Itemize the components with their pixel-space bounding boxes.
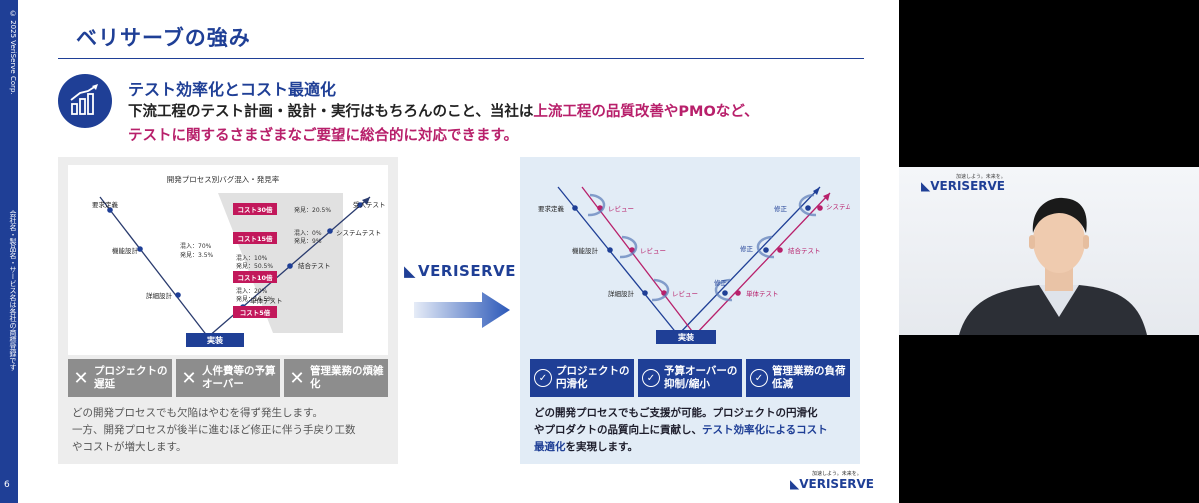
stage-left-2: 詳細設計 <box>146 291 173 300</box>
logo-text: VERISERVE <box>418 262 516 280</box>
problem-footer-line: 一方、開発プロセスが後半に進むほど修正に伴う手戻り工数 <box>72 424 356 436</box>
solution-footer-text: を実現します。 <box>565 441 638 453</box>
bar-chart-arrow-icon <box>58 74 112 128</box>
stat-4-0: 混入：20% <box>236 287 268 295</box>
problem-footer: どの開発プロセスでも欠陥はやむを得ず発生します。 一方、開発プロセスが後半に進む… <box>72 405 356 456</box>
solution-footer: どの開発プロセスでもご支援が可能。プロジェクトの円滑化 やプロダクトの品質向上に… <box>534 405 828 456</box>
problem-box: ✕ プロジェクトの遅延 <box>68 359 172 397</box>
webcam-video-tile[interactable]: 加速しよう。未来を。 ◣VERISERVE <box>899 167 1199 335</box>
problem-label: 人件費等の予算オーバー <box>202 365 276 390</box>
problem-footer-line: どの開発プロセスでも欠陥はやむを得ず発生します。 <box>72 407 323 419</box>
stage-left-0: 要求定義 <box>92 200 119 209</box>
check-circle-icon: ✓ <box>642 369 660 387</box>
veriserve-logo-bottom: 加速しよう。未来を。 ◣VERISERVE <box>790 470 874 491</box>
stage-right-3: 単体テスト <box>250 296 283 305</box>
subtitle: テスト効率化とコスト最適化 <box>128 80 337 99</box>
presenter-video <box>959 197 1147 335</box>
veriserve-mark-icon: ◣ <box>921 179 931 193</box>
cam-logo-text: VERISERVE <box>930 179 1005 193</box>
review-label: レビュー <box>640 246 666 255</box>
cost-badge-2: コスト10倍 <box>237 273 273 282</box>
impl-label: 実装 <box>207 335 223 345</box>
r-stage-right-0: システムテスト <box>826 203 850 211</box>
fix-label: 修正 <box>740 244 754 253</box>
slide-left-bar: © 2025 VeriServe Corp. 会社名・製品名・サービス名は各社の… <box>0 0 18 503</box>
solution-footer-text: やプロダクトの品質向上に貢献し、 <box>534 424 702 436</box>
stage-right-0: 受入テスト <box>353 200 386 209</box>
veriserve-mark-icon: ◣ <box>790 477 800 491</box>
solution-box: ✓ プロジェクトの円滑化 <box>530 359 634 397</box>
problem-box: ✕ 人件費等の予算オーバー <box>176 359 280 397</box>
bug-rate-diagram: 開発プロセス別バグ混入・発見率 要求定義 機能設計 詳細設計 <box>68 165 388 355</box>
fix-label: 修正 <box>774 204 788 213</box>
solution-footer-highlight: テスト効率化によるコスト <box>702 424 828 436</box>
cross-icon: ✕ <box>289 367 305 389</box>
check-circle-icon: ✓ <box>534 369 552 387</box>
review-label: レビュー <box>672 289 698 298</box>
copyright-text: © 2025 VeriServe Corp. <box>9 10 17 95</box>
solution-label: 予算オーバーの抑制/縮小 <box>664 365 738 390</box>
trademark-notice: 会社名・製品名・サービス名は各社の商標登録です <box>9 210 17 371</box>
problem-label: プロジェクトの遅延 <box>94 365 168 390</box>
r-stage-right-1: 結合テスト <box>788 246 821 255</box>
fix-label: 修正 <box>714 278 728 287</box>
summary-highlight-1: 上流工程の品質改善やPMOなど、 <box>533 104 759 120</box>
problem-box: ✕ 管理業務の煩雑化 <box>284 359 388 397</box>
check-circle-icon: ✓ <box>750 369 768 387</box>
veriserve-logo-mid: ◣VERISERVE <box>404 262 516 280</box>
cost-badge-3: コスト5倍 <box>240 308 271 317</box>
stat-mid-0: 混入：70% <box>180 242 212 250</box>
stat-mid-1: 発見：3.5% <box>180 251 214 259</box>
stat-2-0: 混入：0% <box>294 229 322 237</box>
presentation-slide: © 2025 VeriServe Corp. 会社名・製品名・サービス名は各社の… <box>0 0 899 503</box>
solution-footer-line: 最適化を実現します。 <box>534 439 828 456</box>
r-stage-left-2: 詳細設計 <box>608 289 635 298</box>
cost-badge-0: コスト30倍 <box>237 205 273 214</box>
solution-boxes: ✓ プロジェクトの円滑化 ✓ 予算オーバーの抑制/縮小 ✓ 管理業務の負荷低減 <box>530 359 850 397</box>
review-label: レビュー <box>608 204 634 213</box>
cost-badge-1: コスト15倍 <box>237 234 273 243</box>
summary-highlight-2: テストに関するさまざまなご要望に総合的に対応できます。 <box>128 128 519 144</box>
problem-label: 管理業務の煩雑化 <box>310 365 384 390</box>
solution-label: プロジェクトの円滑化 <box>556 365 630 390</box>
stage-right-2: 結合テスト <box>298 261 331 270</box>
problem-panel: 開発プロセス別バグ混入・発見率 要求定義 機能設計 詳細設計 <box>58 157 398 464</box>
r-stage-left-1: 機能設計 <box>572 246 599 255</box>
r-impl-label: 実装 <box>678 332 694 342</box>
veriserve-mark-icon: ◣ <box>404 262 417 280</box>
cross-icon: ✕ <box>181 367 197 389</box>
logo-text: VERISERVE <box>799 477 874 491</box>
title-divider <box>58 58 864 59</box>
summary-line1: 下流工程のテスト計画・設計・実行はもちろんのこと、当社は <box>128 104 534 120</box>
solution-box: ✓ 予算オーバーの抑制/縮小 <box>638 359 742 397</box>
page-number: 6 <box>4 480 10 490</box>
problem-footer-line: やコストが増大します。 <box>72 441 187 453</box>
slide-title: ベリサーブの強み <box>76 26 251 50</box>
diagram-title: 開発プロセス別バグ混入・発見率 <box>167 174 280 184</box>
stat-3-1: 発見：50.5% <box>236 262 273 270</box>
problem-boxes: ✕ プロジェクトの遅延 ✕ 人件費等の予算オーバー ✕ 管理業務の煩雑化 <box>68 359 388 397</box>
stage-right-1: システムテスト <box>336 229 381 237</box>
cross-icon: ✕ <box>73 367 89 389</box>
summary-text: 下流工程のテスト計画・設計・実行はもちろんのこと、当社は上流工程の品質改善やPM… <box>128 100 759 148</box>
stat-4-1: 発見：16.5% <box>236 295 273 303</box>
right-arrow-icon <box>414 292 510 328</box>
stat-1-0: 発見：20.5% <box>294 206 331 214</box>
review-diagram: 要求定義 機能設計 詳細設計 レビュー レビュー レビュー 修正 修正 修正 シ… <box>530 165 871 355</box>
solution-label: 管理業務の負荷低減 <box>772 365 846 390</box>
stat-3-0: 混入：10% <box>236 254 268 262</box>
solution-footer-line: やプロダクトの品質向上に貢献し、テスト効率化によるコスト <box>534 422 828 439</box>
solution-box: ✓ 管理業務の負荷低減 <box>746 359 850 397</box>
solution-panel: 要求定義 機能設計 詳細設計 レビュー レビュー レビュー 修正 修正 修正 シ… <box>520 157 871 464</box>
r-stage-left-0: 要求定義 <box>538 204 565 213</box>
stat-2-1: 発見：9% <box>294 237 322 245</box>
r-stage-right-2: 単体テスト <box>746 289 779 298</box>
cam-logo-tagline: 加速しよう。未来を。 <box>956 174 1006 180</box>
logo-tagline: 加速しよう。未来を。 <box>812 471 862 477</box>
solution-footer-highlight: 最適化 <box>534 441 566 453</box>
cam-logo: ◣VERISERVE <box>921 179 1005 193</box>
solution-footer-line: どの開発プロセスでもご支援が可能。プロジェクトの円滑化 <box>534 407 818 419</box>
stage-left-1: 機能設計 <box>112 246 139 255</box>
